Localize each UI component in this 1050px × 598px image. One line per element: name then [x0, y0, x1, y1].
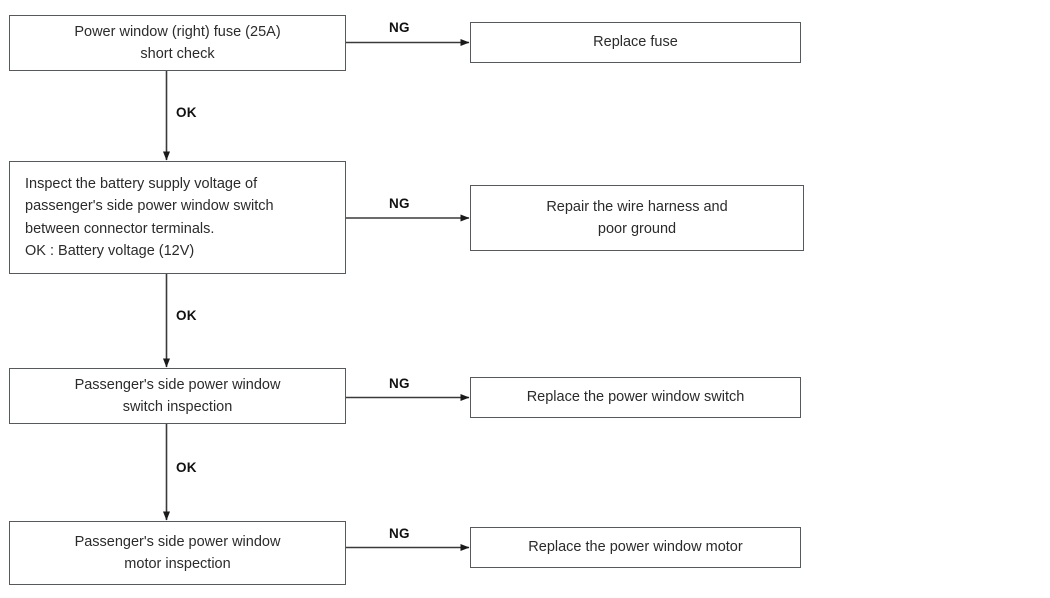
- check-box-step-3-label: Passenger's side power window switch ins…: [74, 376, 281, 415]
- edge-label-ng-3: NG: [389, 376, 410, 391]
- check-box-step-1[interactable]: Power window (right) fuse (25A) short ch…: [9, 15, 346, 71]
- edge-label-ng-4: NG: [389, 526, 410, 541]
- action-box-step-1[interactable]: Replace fuse: [470, 22, 801, 63]
- action-box-step-4[interactable]: Replace the power window motor: [470, 527, 801, 568]
- check-box-step-4-label: Passenger's side power window motor insp…: [74, 533, 281, 572]
- action-box-step-3[interactable]: Replace the power window switch: [470, 377, 801, 418]
- edge-label-ng-1: NG: [389, 20, 410, 35]
- check-box-step-4[interactable]: Passenger's side power window motor insp…: [9, 521, 346, 585]
- edge-label-ng-2: NG: [389, 196, 410, 211]
- edge-label-ok-2: OK: [176, 308, 197, 323]
- check-box-step-3[interactable]: Passenger's side power window switch ins…: [9, 368, 346, 424]
- edge-label-ok-1: OK: [176, 105, 197, 120]
- check-box-step-1-label: Power window (right) fuse (25A) short ch…: [74, 23, 281, 62]
- action-box-step-2[interactable]: Repair the wire harness and poor ground: [470, 185, 804, 251]
- action-box-step-1-label: Replace fuse: [593, 34, 678, 51]
- action-box-step-3-label: Replace the power window switch: [526, 389, 745, 406]
- action-box-step-2-label: Repair the wire harness and poor ground: [546, 198, 728, 237]
- check-box-step-2[interactable]: Inspect the battery supply voltage of pa…: [9, 161, 346, 274]
- edge-label-ok-3: OK: [176, 460, 197, 475]
- check-box-step-2-label: Inspect the battery supply voltage of pa…: [25, 175, 274, 259]
- action-box-step-4-label: Replace the power window motor: [528, 539, 743, 556]
